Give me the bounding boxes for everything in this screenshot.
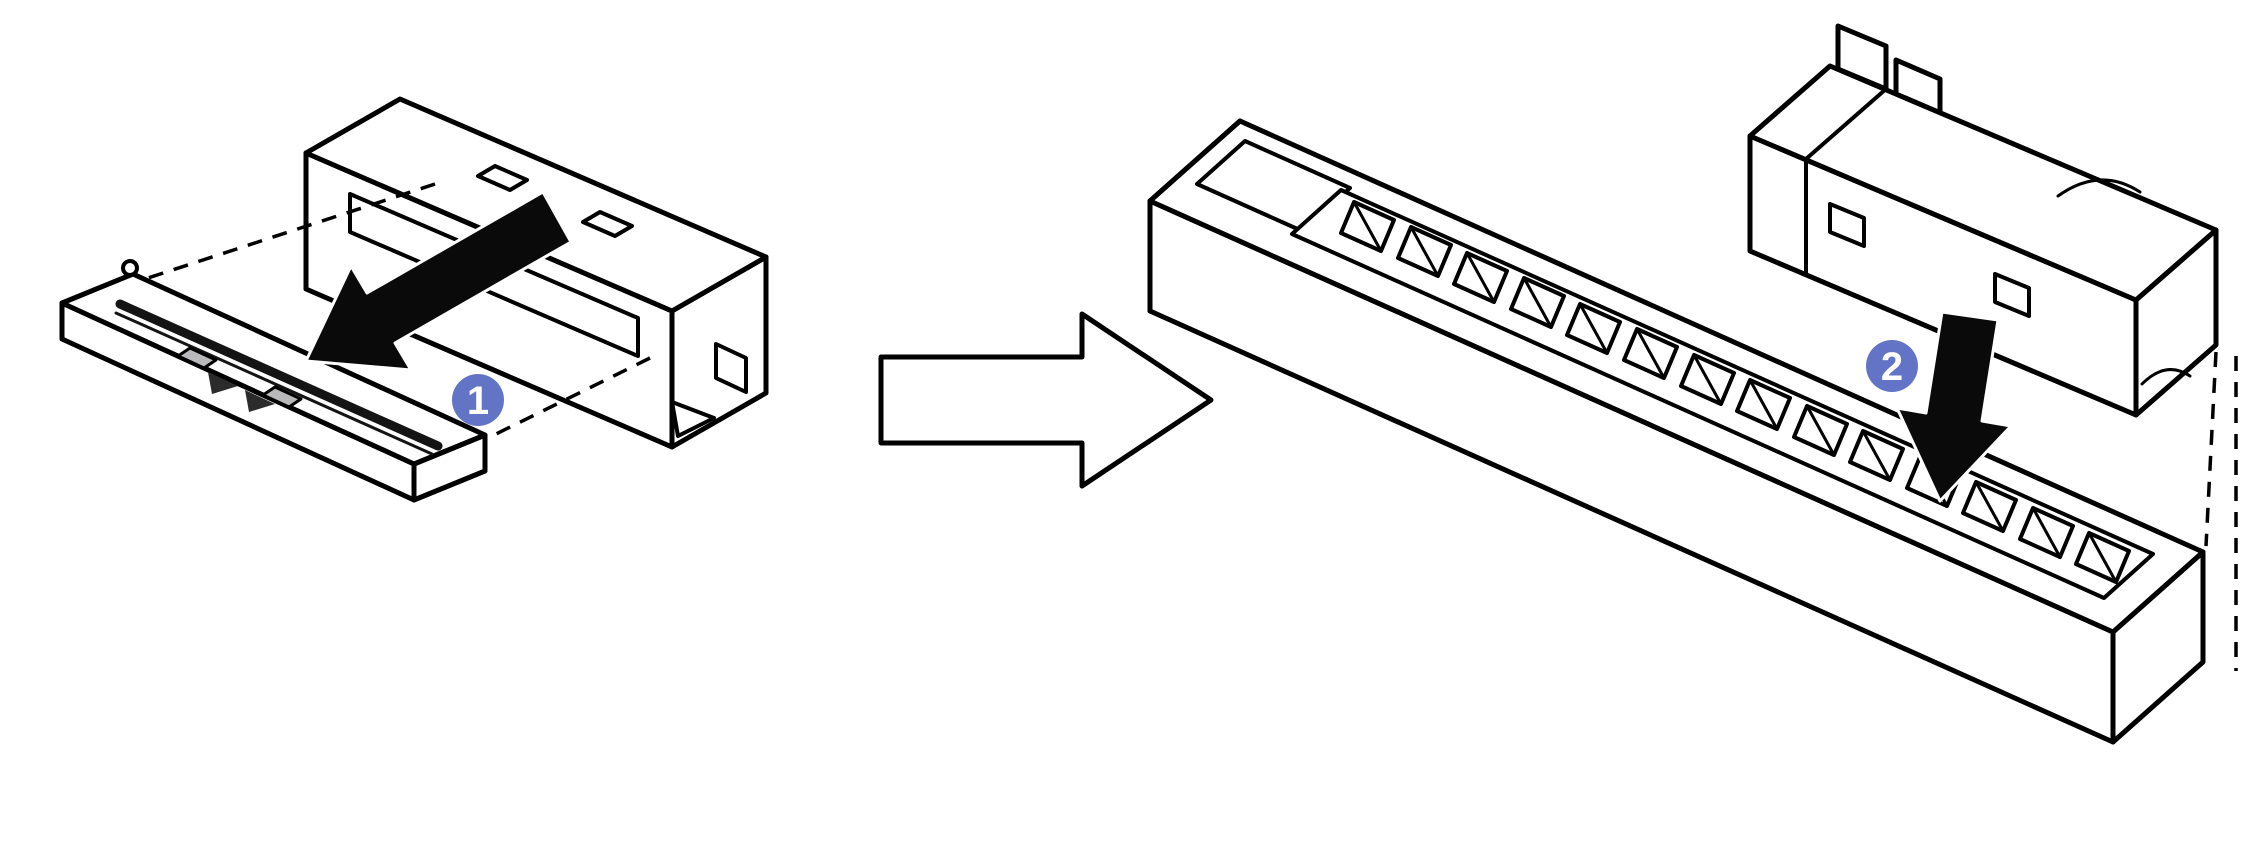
installation-diagram: 1 bbox=[40, 16, 2253, 852]
bracket-top-slot-1 bbox=[476, 164, 529, 192]
bracket-latch-tip bbox=[670, 400, 716, 438]
step1-badge-number: 1 bbox=[467, 379, 489, 423]
component-seam-top bbox=[1804, 87, 1888, 161]
step1-badge-circle bbox=[452, 374, 504, 426]
small-part-pin bbox=[121, 259, 139, 277]
component-side-curve bbox=[2140, 368, 2192, 386]
step2-badge: 2 bbox=[1866, 340, 1918, 392]
step2-install-arrow bbox=[1895, 310, 2013, 503]
small-part-notch-2 bbox=[245, 390, 275, 412]
step2-badge-circle bbox=[1866, 340, 1918, 392]
small-part-groove bbox=[115, 299, 443, 451]
small-part bbox=[59, 259, 488, 503]
step2-group: 2 bbox=[1147, 23, 2238, 745]
step2-badge-number: 2 bbox=[1881, 345, 1903, 389]
small-part-tab-1 bbox=[176, 346, 218, 370]
installed-component bbox=[1747, 23, 2219, 418]
component-window-2 bbox=[1993, 272, 2031, 318]
small-part-notch-1 bbox=[208, 372, 238, 394]
next-step-arrow bbox=[878, 311, 1214, 489]
step1-badge: 1 bbox=[452, 374, 504, 426]
diagram-canvas: 1 bbox=[59, 23, 2238, 745]
step2-alignment-dashed-corner bbox=[2204, 351, 2218, 547]
step1-alignment-dashed-lower bbox=[491, 356, 651, 438]
component-window-1 bbox=[1828, 202, 1866, 248]
component-top-face bbox=[1747, 63, 2219, 303]
bracket-end-clip bbox=[714, 342, 748, 394]
component-top-curve bbox=[2056, 178, 2142, 198]
step1-group: 1 bbox=[59, 96, 769, 503]
small-part-groove-line bbox=[114, 311, 434, 456]
small-part-tab-2 bbox=[261, 385, 303, 409]
step1-remove-arrow bbox=[304, 190, 573, 372]
bracket-top-slot-2 bbox=[581, 210, 634, 238]
